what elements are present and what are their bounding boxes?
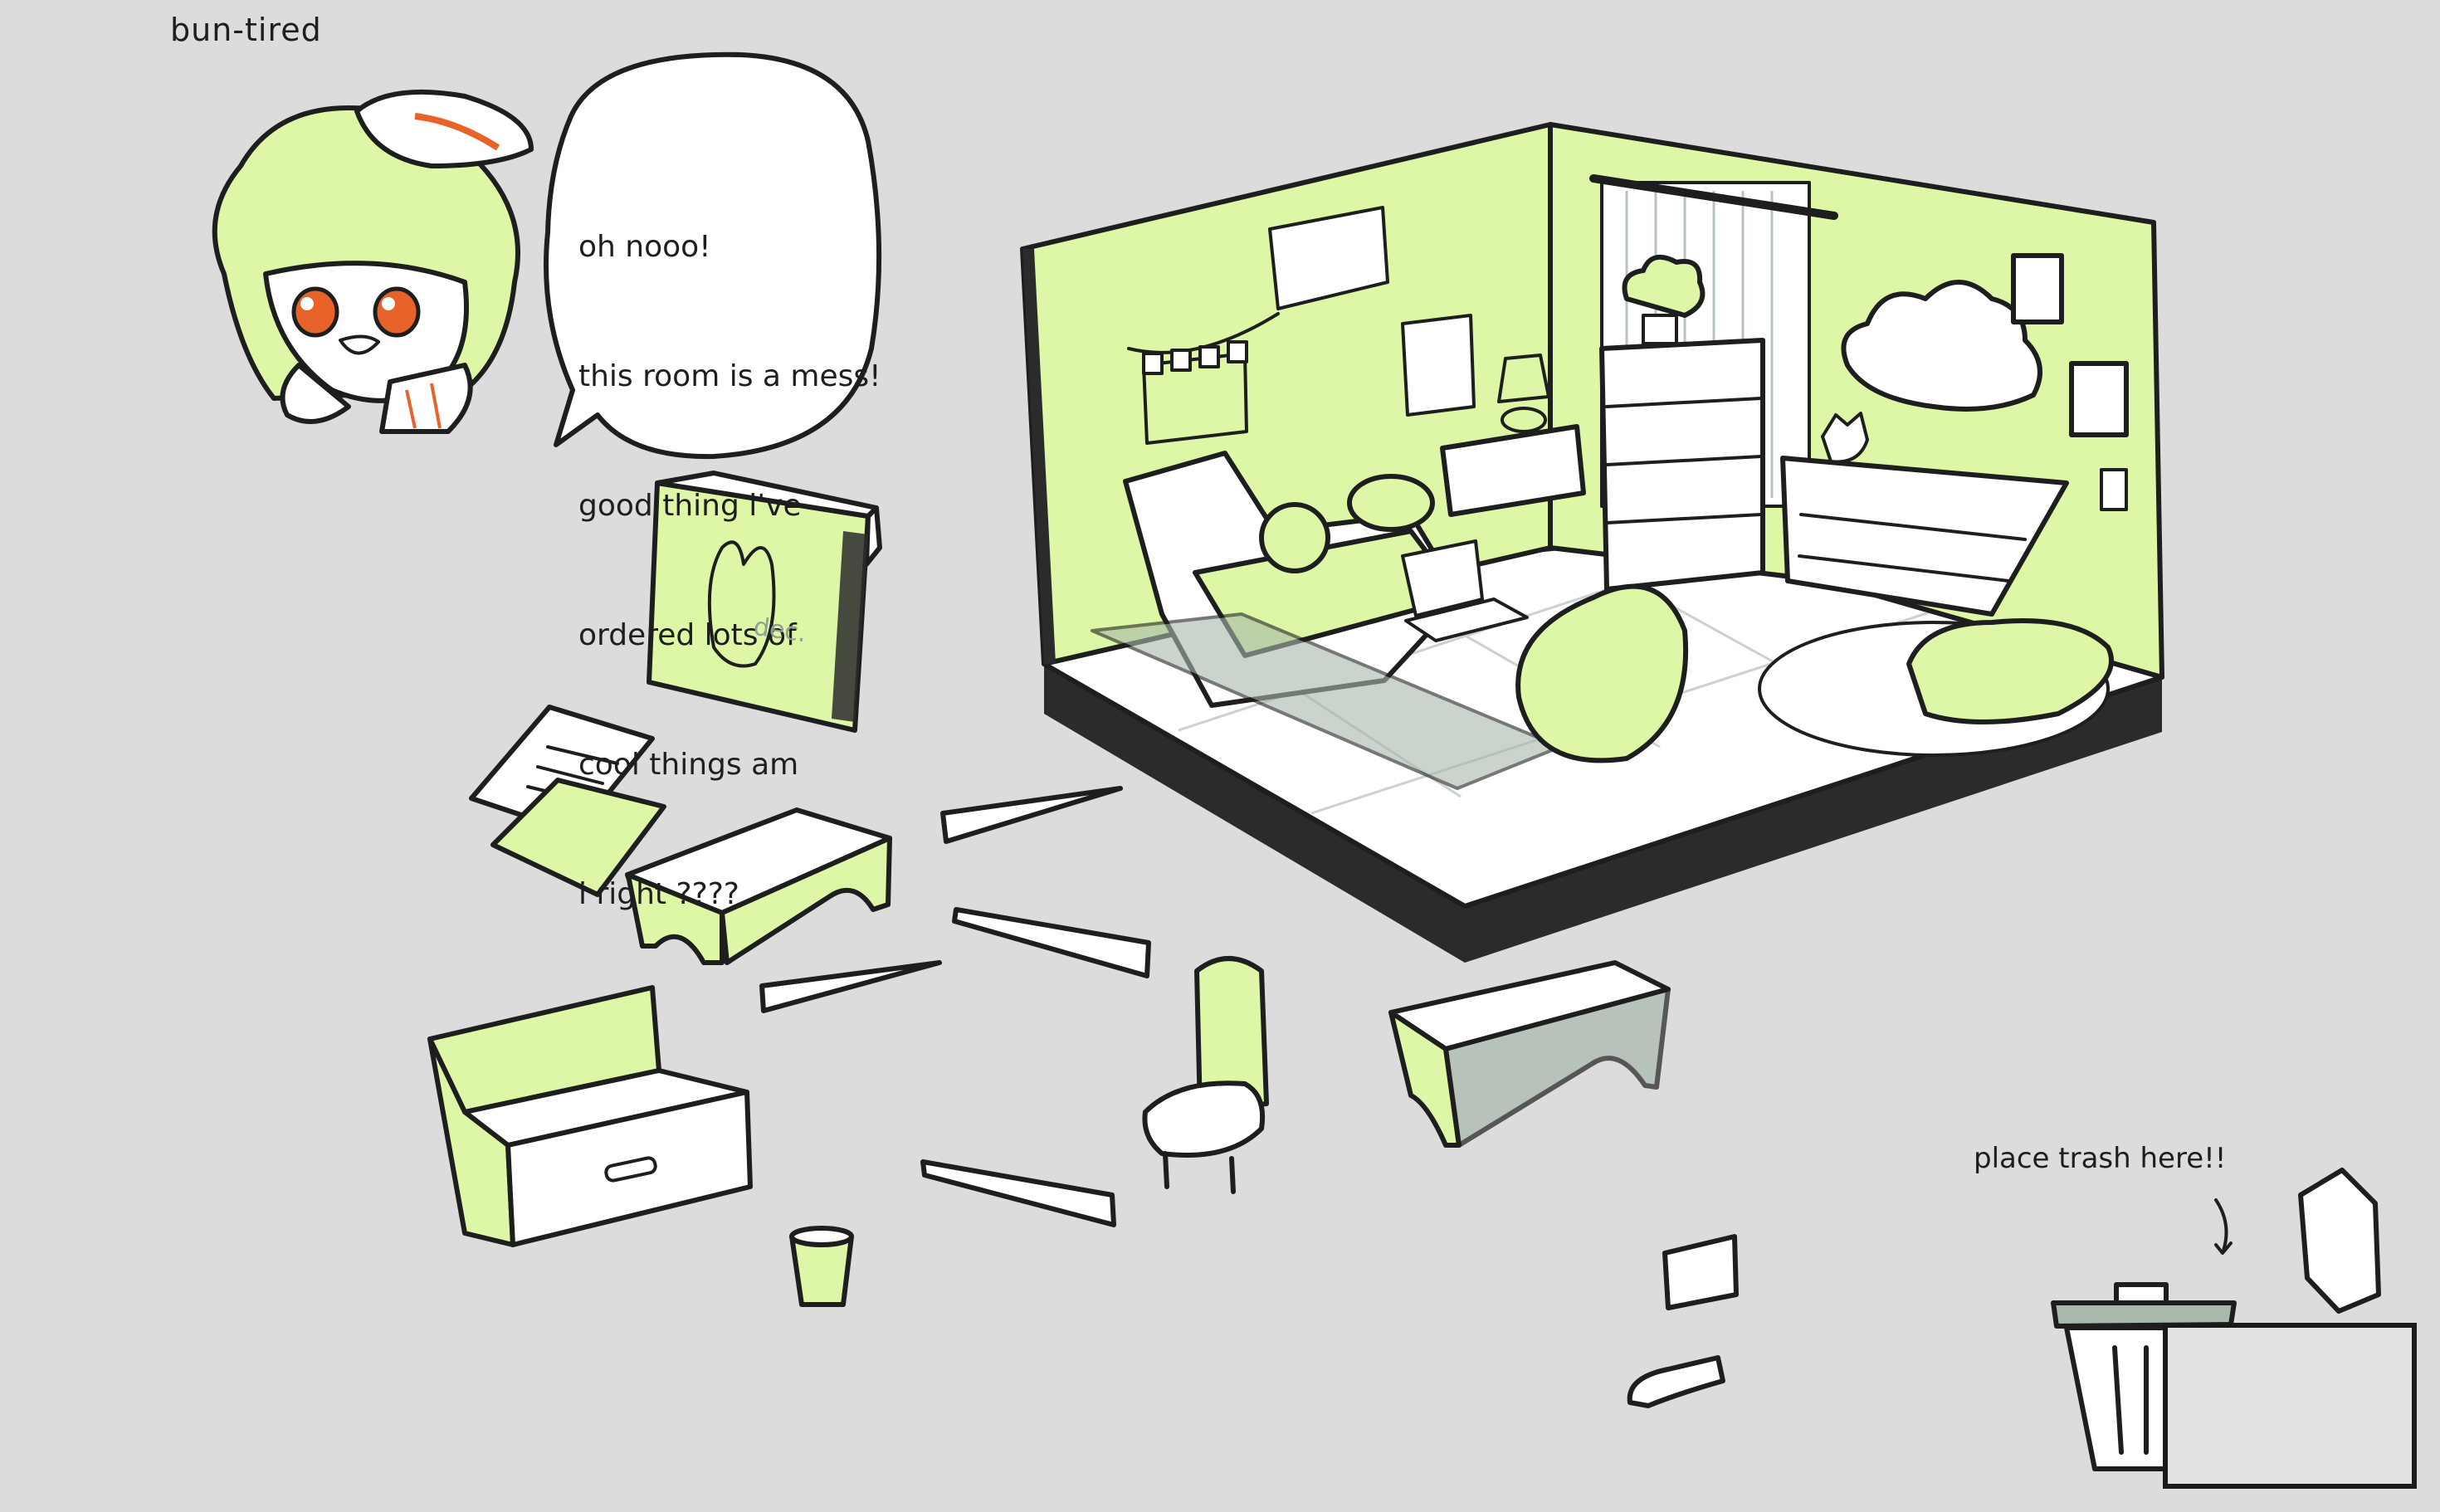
speech-bubble-text: oh nooo! this room is a mess! good thing… — [578, 139, 881, 959]
desk[interactable] — [1388, 960, 1671, 1148]
decor-shipping-box[interactable] — [647, 471, 882, 733]
speech-line: this room is a mess! — [578, 359, 881, 393]
sofa[interactable] — [427, 985, 753, 1247]
minimap[interactable] — [2163, 1323, 2417, 1489]
speech-line: i right ???? — [578, 877, 739, 911]
trash-hint-label: place trash here!! — [1974, 1142, 2227, 1175]
coffee-table[interactable] — [625, 807, 892, 965]
speech-line: oh nooo! — [578, 230, 711, 264]
speech-line: ordered lots of — [578, 618, 797, 652]
loose-paper[interactable] — [469, 705, 666, 897]
trash-item-pieces[interactable] — [1627, 1168, 2381, 1408]
speech-bubble — [544, 51, 882, 460]
speech-line: cool things am — [578, 748, 799, 782]
armchair[interactable] — [1142, 956, 1269, 1194]
artist-signature: bun-tired — [170, 12, 322, 48]
speech-line: good thing i've — [578, 489, 802, 523]
chibi-character-avatar — [212, 89, 534, 434]
room — [1020, 122, 2164, 963]
wall-shelves[interactable] — [759, 786, 1151, 1227]
paper-cup[interactable] — [789, 1226, 854, 1307]
